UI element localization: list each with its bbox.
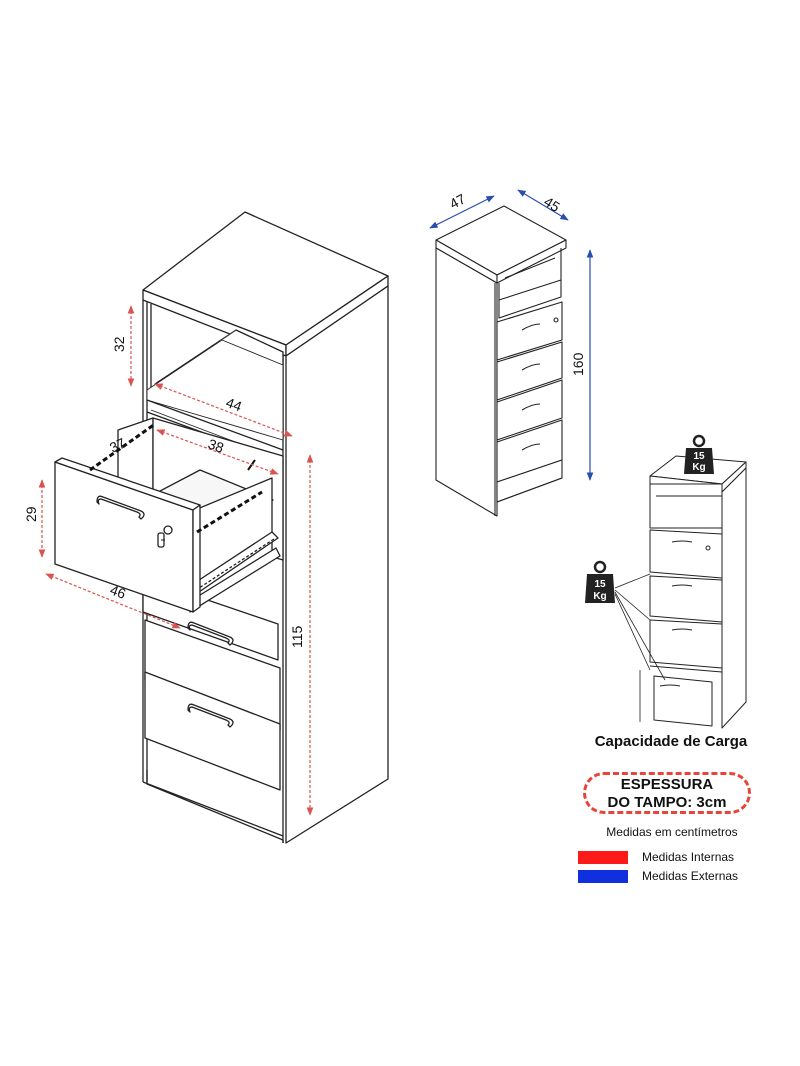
drawer-width-bar xyxy=(196,490,263,534)
thickness-callout: ESPESSURA DO TAMPO: 3cm xyxy=(583,772,751,814)
cabinet-drawer-4 xyxy=(144,671,281,791)
main-red-dimensions xyxy=(38,305,314,816)
weight-top-number: 15 xyxy=(693,451,705,462)
dim-drawer-height: 29 xyxy=(23,506,39,522)
legend-internal: Medidas Internas xyxy=(578,850,734,864)
legend-external: Medidas Externas xyxy=(578,869,738,883)
legend-external-label: Medidas Externas xyxy=(642,869,739,883)
weight-top-unit: Kg xyxy=(692,462,705,473)
lock-key-icon xyxy=(157,525,173,548)
external-dimension-labels: 47 45 160 xyxy=(447,190,586,376)
external-cabinet xyxy=(435,205,567,517)
capacity-title: Capacidade de Carga xyxy=(594,733,748,750)
dim-drawer-depth: 37 xyxy=(107,435,128,456)
weight-drawer-number: 15 xyxy=(594,579,606,590)
dim-internal-depth: 44 xyxy=(224,394,244,414)
external-cabinet-side xyxy=(435,247,498,517)
legend-internal-label: Medidas Internas xyxy=(642,850,735,864)
dim-drawer-width: 38 xyxy=(206,435,226,455)
external-drawer-3 xyxy=(496,379,563,441)
open-drawer xyxy=(54,417,284,613)
dim-top-width: 47 xyxy=(447,190,468,212)
external-drawer-2 xyxy=(496,341,563,401)
legend-internal-swatch xyxy=(578,850,628,864)
dim-top-depth: 45 xyxy=(541,193,563,215)
load-drawer-1 xyxy=(649,529,723,579)
units-note: Medidas em centímetros xyxy=(606,825,738,839)
weight-top-icon: 15 Kg xyxy=(684,434,714,474)
thickness-line-2: DO TAMPO: 3cm xyxy=(607,794,727,811)
dim-body-height: 115 xyxy=(289,625,305,648)
load-cabinet xyxy=(614,455,747,729)
load-drawer-3 xyxy=(649,619,723,669)
legend-external-swatch xyxy=(578,869,628,883)
drawer-depth-bar xyxy=(89,422,156,472)
external-blue-dimensions xyxy=(429,189,594,481)
dim-niche-height: 32 xyxy=(111,336,127,352)
weight-drawer-icon: 15 Kg xyxy=(585,560,615,603)
drawer-3-handle-icon xyxy=(187,703,234,728)
load-drawer-2 xyxy=(649,575,723,623)
load-drawer-4 xyxy=(653,675,713,727)
drawer-2-handle-icon xyxy=(187,621,234,646)
thickness-line-1: ESPESSURA xyxy=(620,776,714,793)
dim-drawer-front-width: 46 xyxy=(108,581,128,601)
cabinet-side-panel xyxy=(285,285,389,844)
external-drawer-1 xyxy=(496,301,563,361)
dim-total-height: 160 xyxy=(570,352,586,376)
main-dimension-labels: 32 44 37 38 29 46 115 xyxy=(23,336,305,648)
weight-drawer-unit: Kg xyxy=(593,591,606,602)
open-drawer-handle-icon xyxy=(96,495,145,520)
